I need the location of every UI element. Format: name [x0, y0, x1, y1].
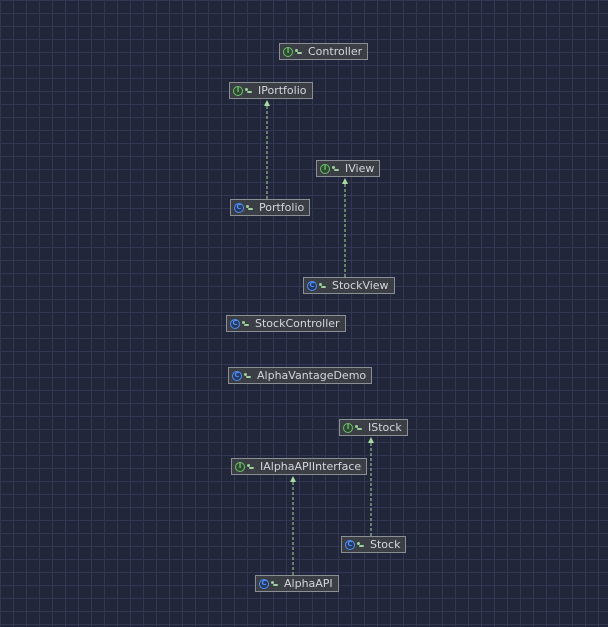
public-access-icon	[319, 282, 326, 289]
node-label: Stock	[370, 538, 401, 551]
edge-portfolio-implements-iportfolio	[264, 100, 270, 199]
node-label: IPortfolio	[258, 84, 307, 97]
node-ialphaapiinterface[interactable]: I IAlphaAPIInterface	[231, 458, 368, 475]
node-label: AlphaAPI	[284, 577, 333, 590]
public-access-icon	[271, 580, 278, 587]
node-controller[interactable]: I Controller	[279, 43, 369, 60]
node-alphavantagedemo[interactable]: C AlphaVantageDemo	[228, 367, 373, 384]
class-icon: C	[234, 202, 244, 213]
node-alphaapi[interactable]: C AlphaAPI	[255, 575, 339, 592]
node-label: StockController	[255, 317, 340, 330]
interface-icon: I	[235, 461, 245, 472]
node-label: Portfolio	[259, 201, 305, 214]
class-icon: C	[259, 578, 269, 589]
node-label: IAlphaAPIInterface	[260, 460, 362, 473]
interface-icon: I	[283, 46, 293, 57]
interface-icon: I	[343, 422, 353, 433]
public-access-icon	[245, 87, 252, 94]
node-stockcontroller[interactable]: C StockController	[226, 315, 346, 332]
node-iportfolio[interactable]: I IPortfolio	[229, 82, 313, 99]
public-access-icon	[242, 320, 249, 327]
public-access-icon	[332, 165, 339, 172]
interface-icon: I	[233, 85, 243, 96]
public-access-icon	[357, 541, 364, 548]
node-istock[interactable]: I IStock	[339, 419, 408, 436]
public-access-icon	[355, 424, 362, 431]
public-access-icon	[295, 48, 302, 55]
public-access-icon	[246, 204, 253, 211]
edge-stockview-implements-iview	[342, 178, 348, 277]
node-stock[interactable]: C Stock	[341, 536, 407, 553]
edge-alphaapi-implements-ialphaapiinterface	[290, 476, 296, 575]
class-icon: C	[232, 370, 242, 381]
class-icon: C	[230, 318, 240, 329]
class-icon: C	[345, 539, 355, 550]
node-label: StockView	[332, 279, 389, 292]
node-label: AlphaVantageDemo	[257, 369, 367, 382]
node-label: IView	[345, 162, 375, 175]
node-iview[interactable]: I IView	[316, 160, 381, 177]
class-icon: C	[307, 280, 317, 291]
public-access-icon	[244, 372, 251, 379]
node-label: IStock	[368, 421, 402, 434]
edge-stock-implements-istock	[368, 437, 374, 536]
node-label: Controller	[308, 45, 363, 58]
node-portfolio[interactable]: C Portfolio	[230, 199, 311, 216]
interface-icon: I	[320, 163, 330, 174]
node-stockview[interactable]: C StockView	[303, 277, 395, 294]
public-access-icon	[247, 463, 254, 470]
